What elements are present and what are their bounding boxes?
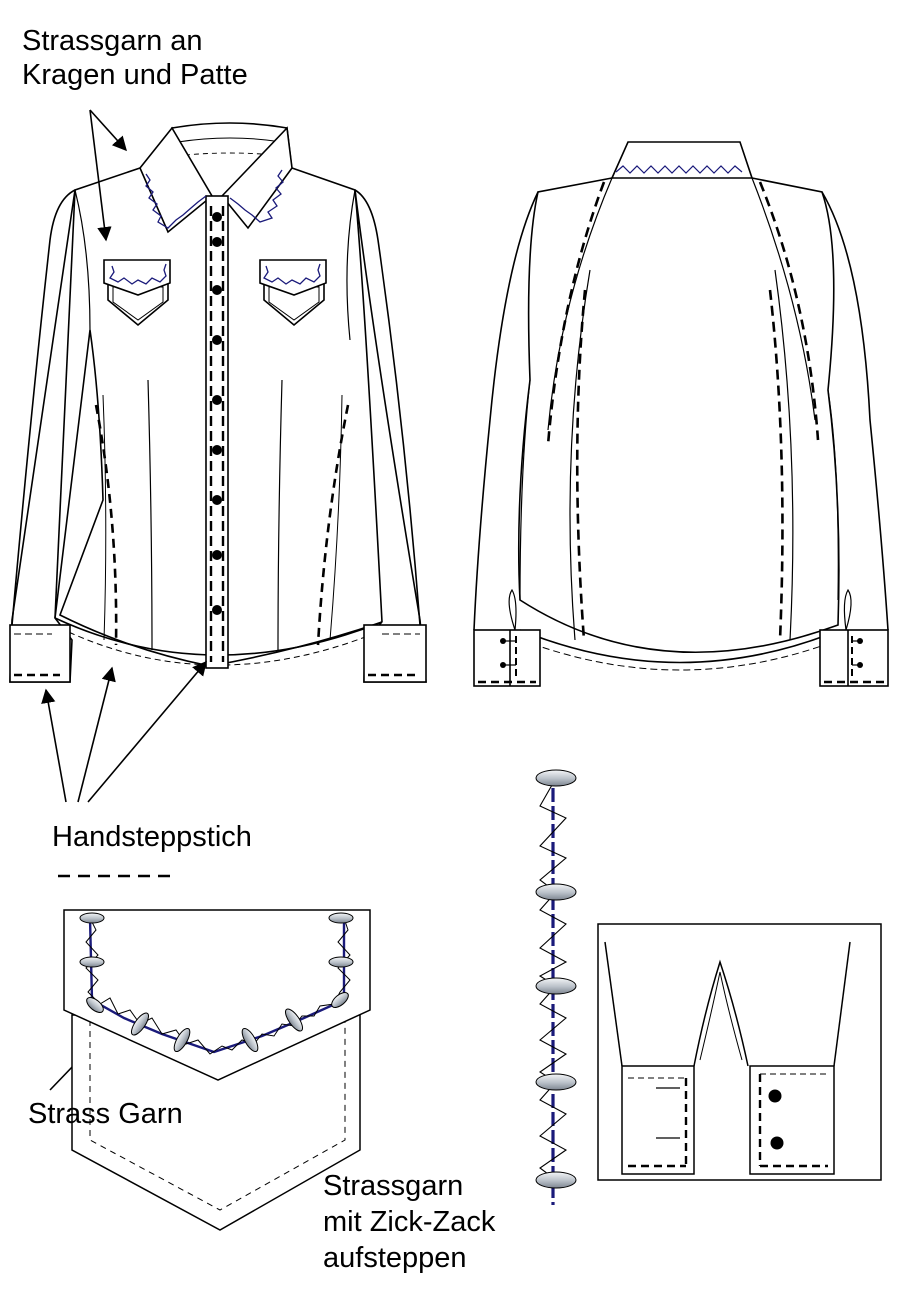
label-strassgarn-kragen-patte: Strassgarn an Kragen und Patte xyxy=(22,24,248,92)
cuff-detail-buttons xyxy=(768,1089,784,1150)
front-button-placket xyxy=(205,195,229,669)
shirt-back-view xyxy=(473,141,889,687)
label-handsteppstich: Handsteppstich xyxy=(52,820,252,854)
label-line: Strassgarn an xyxy=(22,25,203,57)
pocket-detail xyxy=(63,909,371,1231)
cuff-detail-right xyxy=(749,1065,835,1175)
front-pocket-right xyxy=(259,259,327,327)
zigzag-stitch-detail xyxy=(535,769,577,1205)
back-right-cuff xyxy=(819,629,889,687)
front-strass-trim xyxy=(109,169,321,285)
cuff-detail xyxy=(597,923,882,1181)
back-collar xyxy=(610,141,754,179)
back-left-cuff xyxy=(473,629,541,687)
back-collar-strass xyxy=(615,165,743,174)
label-line: Strassgarn xyxy=(323,1170,464,1202)
front-buttons xyxy=(212,212,222,615)
label-strassgarn-zickzack: Strassgarn mit Zick-Zack aufsteppen xyxy=(323,1168,495,1276)
label-strass-garn: Strass Garn xyxy=(28,1097,183,1131)
label-line: Kragen und Patte xyxy=(22,59,248,91)
front-collar-right xyxy=(220,126,293,230)
pocket-rhinestones xyxy=(79,912,354,1053)
label-line: aufsteppen xyxy=(323,1242,467,1274)
label-line: Handsteppstich xyxy=(52,821,252,853)
pocket-detail-flap xyxy=(63,909,371,1081)
label-line: Strass Garn xyxy=(28,1098,183,1130)
label-line: mit Zick-Zack xyxy=(323,1206,496,1238)
back-buttons xyxy=(500,638,863,668)
front-pocket-left xyxy=(103,259,171,327)
shirt-front-view xyxy=(9,122,427,683)
cuff-detail-left xyxy=(621,1065,695,1175)
